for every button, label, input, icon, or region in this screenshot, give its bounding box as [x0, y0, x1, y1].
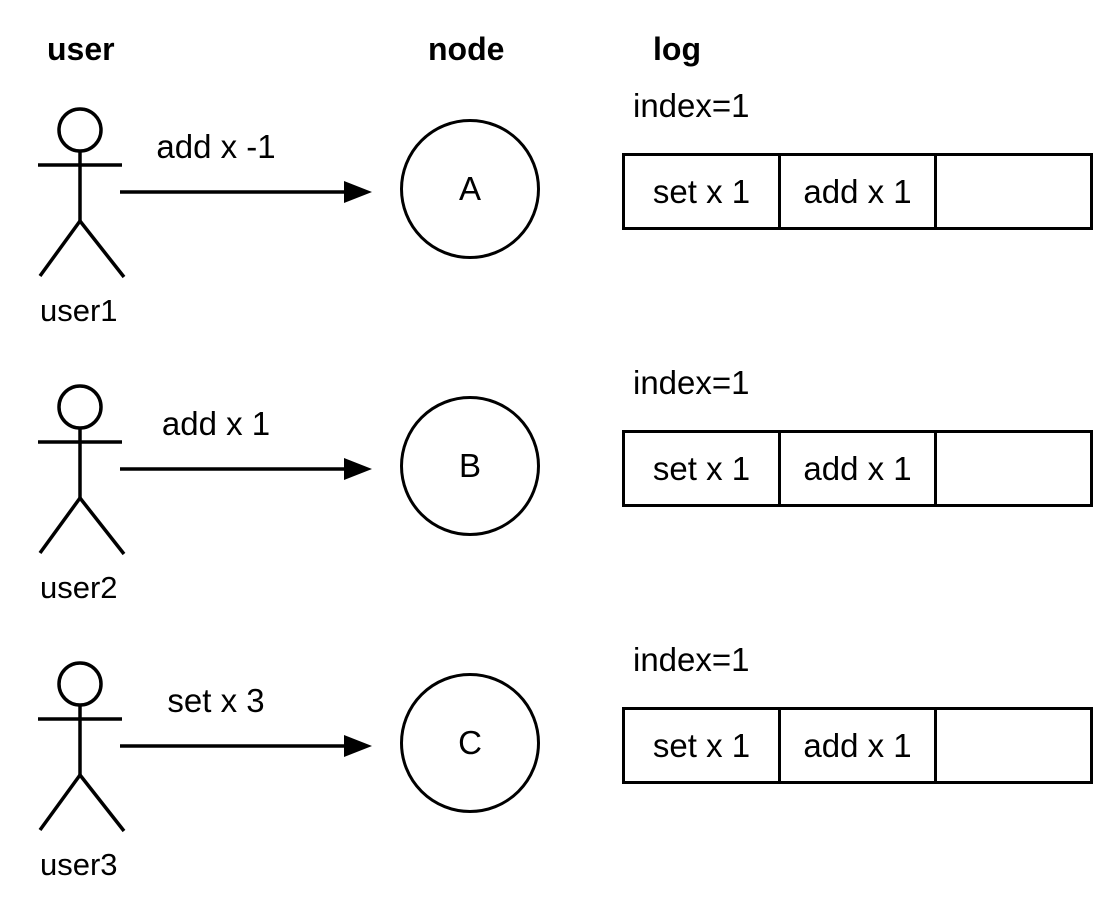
user-name-label: user2 — [40, 570, 118, 605]
log-cell: set x 1 — [622, 707, 781, 784]
command-label: add x 1 — [161, 405, 271, 442]
command-arrow-icon — [120, 458, 372, 480]
command-arrow-icon — [120, 181, 372, 203]
log-index-label: index=1 — [633, 87, 750, 124]
log-table: set x 1 add x 1 — [622, 707, 1093, 784]
node-letter: A — [458, 170, 481, 207]
user-name-label: user1 — [40, 293, 118, 328]
command-label: set x 3 — [167, 682, 265, 719]
diagram-row-user1: user1 add x -1 A index=1 set x 1 add x 1 — [0, 0, 1118, 326]
log-cell: add x 1 — [778, 153, 937, 230]
user-name-label: user3 — [40, 847, 118, 882]
column-header-log: log — [653, 31, 701, 67]
diagram-row-user2: user2 add x 1 B index=1 set x 1 add x 1 — [0, 277, 1118, 603]
column-header-user: user — [47, 31, 115, 67]
command-label: add x -1 — [156, 128, 276, 165]
command-arrow-icon — [120, 735, 372, 757]
node-circle: A — [400, 119, 540, 259]
column-header-node: node — [428, 31, 505, 67]
log-cell-empty — [934, 153, 1093, 230]
log-cell: set x 1 — [622, 153, 781, 230]
log-cell-empty — [934, 707, 1093, 784]
node-circle: C — [400, 673, 540, 813]
log-cell-empty — [934, 430, 1093, 507]
node-circle: B — [400, 396, 540, 536]
node-letter: B — [458, 447, 481, 484]
user-actor-icon — [38, 107, 126, 279]
log-cell: add x 1 — [778, 707, 937, 784]
log-index-label: index=1 — [633, 364, 750, 401]
user-actor-icon — [38, 384, 126, 556]
log-table: set x 1 add x 1 — [622, 153, 1093, 230]
user-actor-icon — [38, 661, 126, 833]
log-table: set x 1 add x 1 — [622, 430, 1093, 507]
log-cell: set x 1 — [622, 430, 781, 507]
node-letter: C — [458, 724, 482, 761]
diagram-row-user3: user3 set x 3 C index=1 set x 1 add x 1 — [0, 554, 1118, 880]
log-cell: add x 1 — [778, 430, 937, 507]
log-index-label: index=1 — [633, 641, 750, 678]
